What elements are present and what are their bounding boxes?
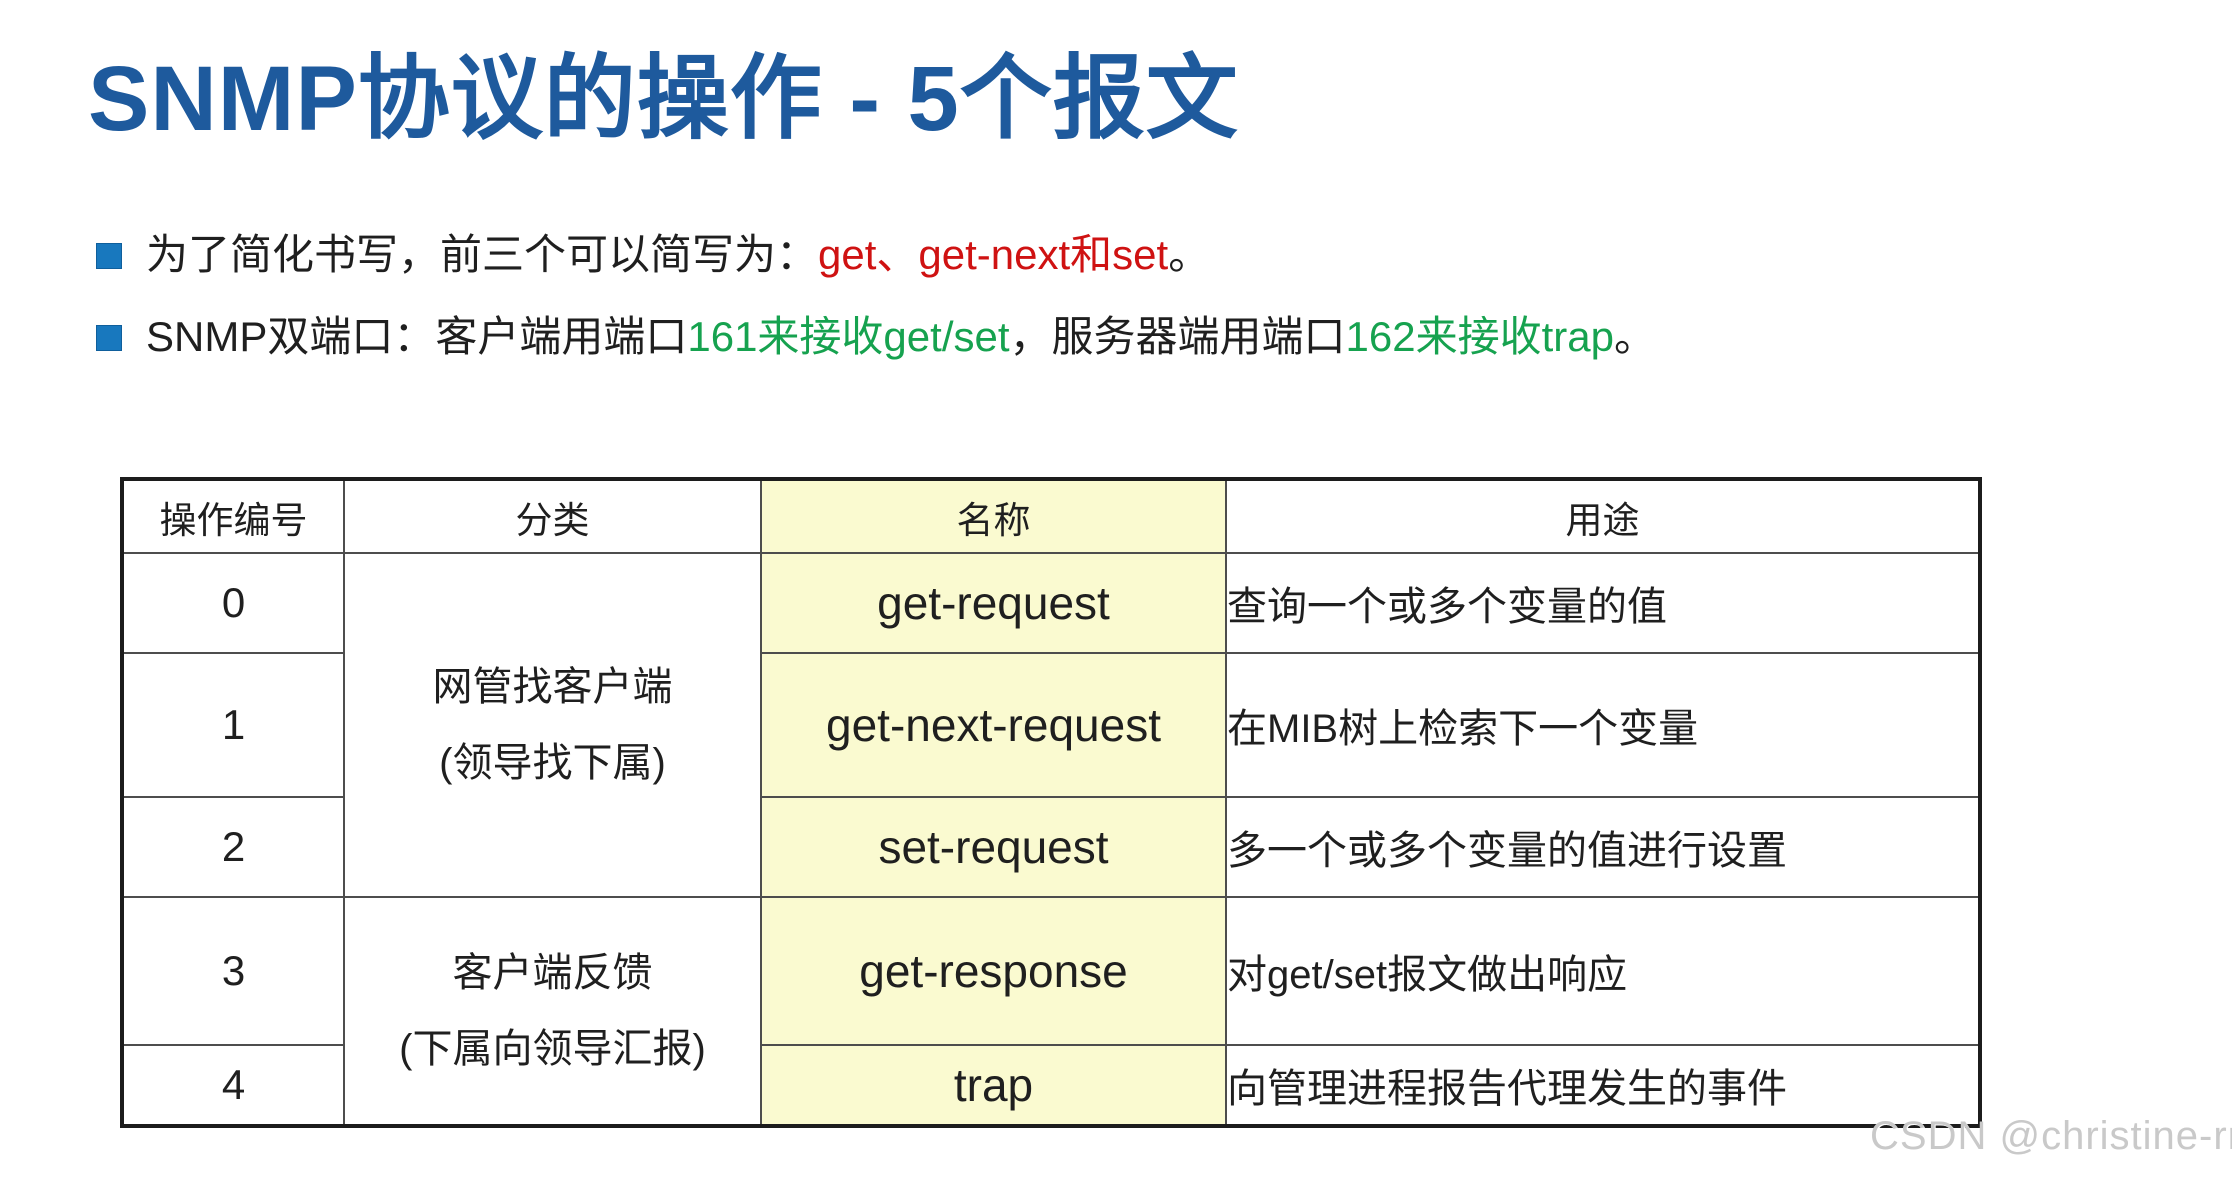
message-name-cell: trap: [760, 1044, 1227, 1127]
operation-number-cell: 3: [121, 896, 345, 1046]
purpose-cell: 对get/set报文做出响应: [1225, 896, 1981, 1046]
category-line: 网管找客户端: [432, 665, 673, 709]
table-row: 4 trap 向管理进程报告代理发生的事件: [121, 1044, 1981, 1127]
bullet-text: 为了简化书写，前三个可以简写为：get、get-next和set。: [146, 231, 1211, 278]
purpose-cell: 向管理进程报告代理发生的事件: [1225, 1044, 1981, 1127]
message-name-cell: set-request: [760, 796, 1227, 898]
operation-number-cell: 1: [121, 652, 345, 798]
table-row: 3 客户端反馈 (下属向领导汇报) get-response 对get/set报…: [121, 896, 1981, 1127]
bullet-item-ports: SNMP双端口：客户端用端口161来接收get/set，服务器端用端口162来接…: [96, 308, 2136, 366]
bullet-text: SNMP双端口：客户端用端口161来接收get/set，服务器端用端口162来接…: [146, 313, 1657, 360]
operation-number-cell: 4: [121, 1044, 345, 1127]
operation-number-cell: 2: [121, 796, 345, 898]
operation-number-cell: 0: [121, 552, 345, 654]
purpose-cell: 多一个或多个变量的值进行设置: [1225, 796, 1981, 898]
category-line: (下属向领导汇报): [399, 1027, 706, 1071]
category-line: (领导找下属): [439, 741, 666, 785]
message-name-cell: get-next-request: [760, 652, 1227, 798]
table-row: 1 get-next-request 在MIB树上检索下一个变量: [121, 652, 1981, 798]
bullet-square-icon: [96, 243, 122, 269]
column-header-operation-number: 操作编号: [121, 478, 345, 554]
column-header-name: 名称: [760, 478, 1227, 554]
category-line: 客户端反馈: [452, 951, 653, 995]
page-title: SNMP协议的操作 - 5个报文: [88, 48, 1239, 150]
category-cell-manager: 网管找客户端 (领导找下属): [343, 552, 762, 898]
csdn-watermark: CSDN @christine-rr: [1870, 1114, 2232, 1158]
table-header-row: 操作编号 分类 名称 用途: [121, 478, 1981, 554]
snmp-operations-table: 操作编号 分类 名称 用途 0 网管找客户端 (领导找下属) get-reque…: [120, 477, 1982, 1128]
bullet-list: 为了简化书写，前三个可以简写为：get、get-next和set。 SNMP双端…: [96, 226, 2136, 390]
column-header-category: 分类: [343, 478, 762, 554]
bullet-item-abbreviations: 为了简化书写，前三个可以简写为：get、get-next和set。: [96, 226, 2136, 284]
column-header-purpose: 用途: [1225, 478, 1981, 554]
bullet-square-icon: [96, 325, 122, 351]
purpose-cell: 查询一个或多个变量的值: [1225, 552, 1981, 654]
table-row: 2 set-request 多一个或多个变量的值进行设置: [121, 796, 1981, 898]
category-cell-client-feedback: 客户端反馈 (下属向领导汇报): [343, 896, 762, 1127]
purpose-cell: 在MIB树上检索下一个变量: [1225, 652, 1981, 798]
message-name-cell: get-request: [760, 552, 1227, 654]
table-row: 0 网管找客户端 (领导找下属) get-request 查询一个或多个变量的值: [121, 552, 1981, 898]
message-name-cell: get-response: [760, 896, 1227, 1046]
